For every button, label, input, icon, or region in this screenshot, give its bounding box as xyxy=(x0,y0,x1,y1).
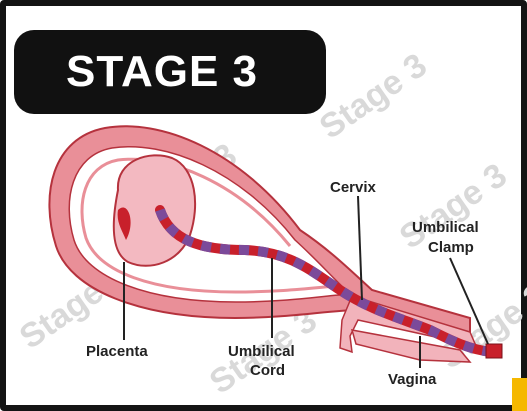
watermark: Stage 3 xyxy=(313,46,434,147)
umbilical-clamp-label-line2: Clamp xyxy=(428,239,474,256)
corner-tab xyxy=(512,378,527,411)
placenta-label: Placenta xyxy=(86,343,148,360)
cervix-label: Cervix xyxy=(330,179,377,196)
umbilical-clamp xyxy=(486,344,502,358)
umbilical-clamp-label-line1: Umbilical xyxy=(412,219,479,236)
umbilical-cord-label-line2: Cord xyxy=(250,362,285,379)
umbilical-cord-label-line1: Umbilical xyxy=(228,343,295,360)
uterus-cavity xyxy=(69,147,350,302)
vagina-label: Vagina xyxy=(388,371,437,388)
stage-title-banner: STAGE 3 xyxy=(14,30,326,114)
stage-title: STAGE 3 xyxy=(66,47,258,97)
